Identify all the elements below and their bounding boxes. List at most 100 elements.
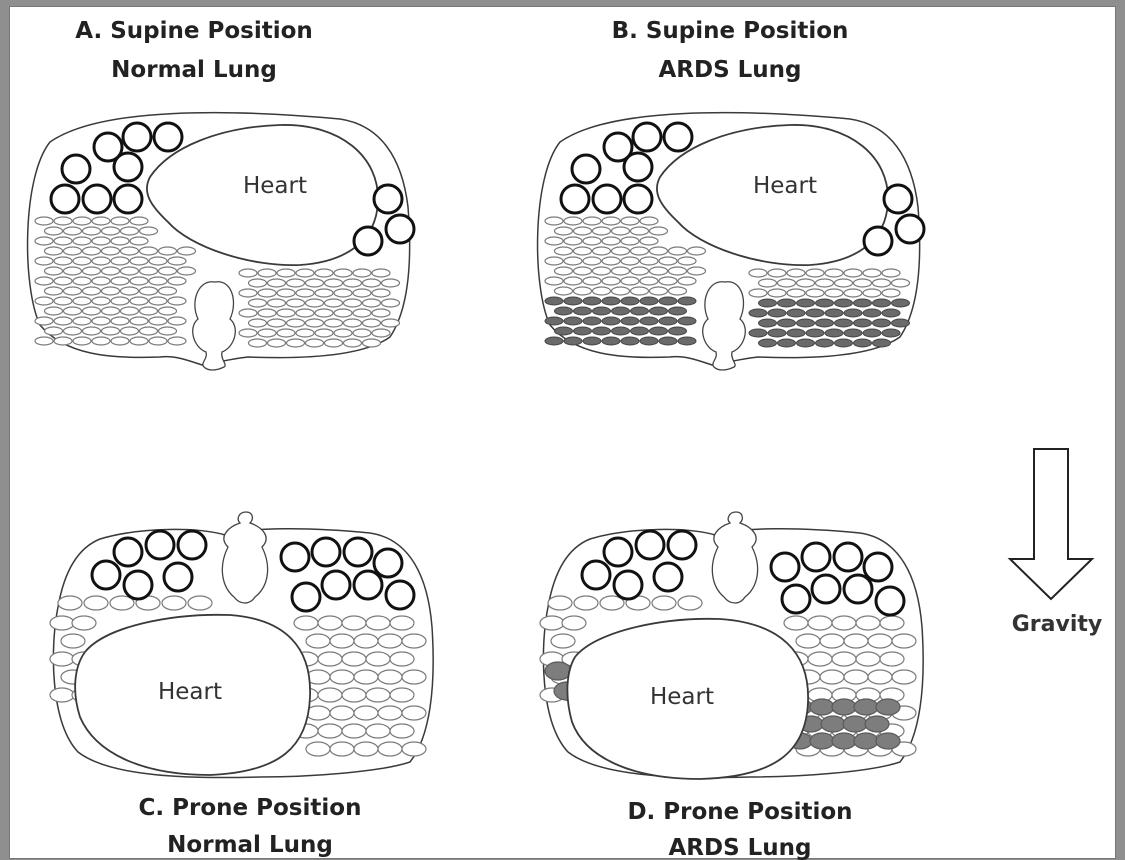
alveolus — [266, 298, 287, 308]
alveolus — [352, 288, 372, 298]
alveolus — [110, 296, 130, 306]
alveolus — [266, 318, 287, 328]
alveolus — [573, 306, 592, 316]
alveolus — [119, 286, 140, 296]
alveolus — [879, 651, 905, 667]
alveolus — [686, 246, 707, 256]
alveolus — [544, 316, 564, 326]
alveolus — [786, 328, 806, 338]
alveolus — [843, 633, 869, 649]
alveolus — [544, 661, 572, 681]
alveolus — [777, 318, 796, 328]
alveolus — [361, 338, 382, 348]
alveolus — [629, 246, 650, 256]
alveolus — [648, 246, 669, 256]
alveolus — [371, 268, 391, 278]
alveolus — [176, 246, 197, 256]
alveolus — [796, 338, 815, 348]
alveolus — [831, 698, 857, 716]
alveolus — [601, 216, 621, 226]
panel-c-spine — [221, 511, 269, 604]
alveolus — [639, 276, 659, 286]
alveolus — [167, 276, 187, 286]
panel-a-spine — [192, 281, 236, 371]
alveolus — [34, 336, 54, 346]
alveolus — [91, 296, 111, 306]
alveolus — [891, 669, 917, 685]
alveolus — [748, 288, 768, 298]
alveolus — [91, 336, 111, 346]
alveolus — [834, 318, 853, 328]
alveolus — [157, 266, 178, 276]
alveolus — [767, 288, 787, 298]
alveolus — [377, 633, 403, 649]
alveolus — [786, 268, 806, 278]
alveolus — [238, 328, 258, 338]
panel-c-title-line1: C. Prone Position — [139, 795, 362, 821]
alveolus — [610, 266, 631, 276]
alveolus — [138, 306, 159, 316]
alveolus — [563, 236, 583, 246]
alveolus — [266, 278, 287, 288]
alveolus — [572, 246, 593, 256]
alveolus — [100, 286, 121, 296]
alveolus — [157, 306, 178, 316]
alveolus — [43, 286, 64, 296]
alveolus — [62, 266, 83, 276]
alveolus — [853, 298, 872, 308]
alveolus — [380, 318, 401, 328]
alveolus — [371, 288, 391, 298]
panel-a-title-line1: A. Supine Position — [75, 18, 313, 44]
alveolus — [620, 276, 640, 286]
alveolus — [304, 298, 325, 308]
alveolus — [891, 318, 910, 328]
alveolus — [553, 246, 574, 256]
alveolus — [610, 246, 631, 256]
alveolus — [658, 256, 678, 266]
panel-b-title-line2: ARDS Lung — [658, 57, 801, 83]
alveolus — [843, 669, 869, 685]
alveolus — [148, 256, 168, 266]
panel-a-open-alveoli — [49, 121, 416, 257]
alveolus — [129, 256, 149, 266]
alveolus — [119, 326, 140, 336]
alveolus — [795, 278, 816, 288]
alveolus — [317, 723, 343, 739]
alveolus — [34, 256, 54, 266]
alveolus — [62, 286, 83, 296]
alveolus — [100, 226, 121, 236]
alveolus — [389, 615, 415, 631]
alveolus — [833, 278, 854, 288]
alveolus — [842, 715, 868, 733]
alveolus — [43, 306, 64, 316]
alveolus — [891, 298, 910, 308]
alveolus — [796, 318, 815, 328]
alveolus — [550, 633, 576, 649]
alveolus — [377, 669, 403, 685]
alveolus — [401, 633, 427, 649]
alveolus — [544, 256, 564, 266]
alveolus — [853, 338, 872, 348]
alveolus — [57, 595, 83, 611]
alveolus — [620, 216, 640, 226]
alveolus — [758, 298, 777, 308]
alveolus — [247, 278, 268, 288]
alveolus — [871, 278, 892, 288]
alveolus — [129, 316, 149, 326]
alveolus — [72, 256, 92, 266]
alveolus — [317, 687, 343, 703]
alveolus — [352, 308, 372, 318]
alveolus — [53, 276, 73, 286]
alveolus — [591, 286, 612, 296]
alveolus — [795, 633, 821, 649]
alveolus — [853, 698, 879, 716]
alveolus — [834, 298, 853, 308]
alveolus — [91, 216, 111, 226]
alveolus — [161, 595, 187, 611]
alveolus — [582, 216, 602, 226]
alveolus — [639, 316, 659, 326]
alveolus — [62, 306, 83, 316]
alveolus — [257, 268, 277, 278]
alveolus — [639, 256, 659, 266]
alveolus — [53, 236, 73, 246]
